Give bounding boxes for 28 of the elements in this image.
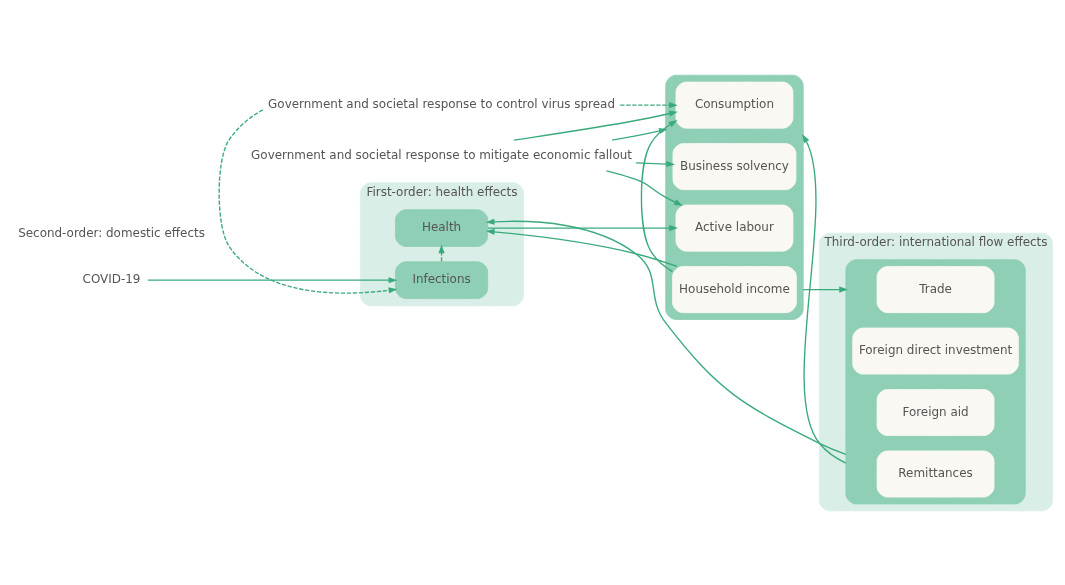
arrow — [640, 119, 678, 272]
arrow — [619, 101, 678, 108]
node-box: Infections — [395, 260, 489, 299]
arrow — [487, 224, 678, 231]
arrow — [513, 110, 678, 141]
cluster — [845, 258, 1026, 504]
arrow — [485, 218, 847, 455]
node-box: Consumption — [675, 81, 794, 129]
node-text: COVID-19 — [82, 271, 141, 286]
node-box: Health — [395, 208, 489, 247]
arrow — [635, 160, 676, 167]
node-box: Foreign direct investment — [852, 327, 1019, 375]
label: Second-order: domestic effects — [18, 225, 205, 240]
arrow — [605, 169, 683, 206]
node-box: Trade — [876, 265, 995, 313]
node-box: Remittances — [876, 450, 995, 497]
node-text: Government and societal response to mitigate economic fallout — [251, 147, 632, 162]
node-box: Household income — [672, 265, 797, 313]
arrow — [485, 228, 678, 267]
arrow — [438, 244, 445, 262]
arrow — [147, 276, 398, 283]
node-box: Active labour — [675, 204, 794, 252]
arrow — [218, 108, 398, 294]
arrow — [802, 286, 848, 293]
node-box: Foreign aid — [876, 388, 995, 436]
node-text: Government and societal response to control virus spread — [268, 96, 615, 111]
arrow — [802, 133, 847, 464]
node-box: Business solvency — [672, 142, 797, 190]
